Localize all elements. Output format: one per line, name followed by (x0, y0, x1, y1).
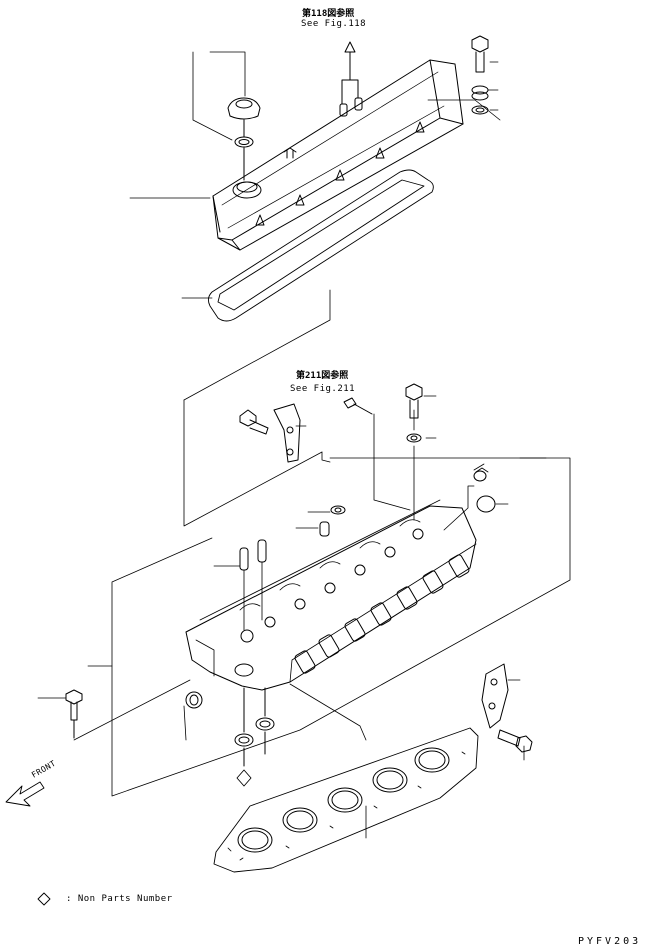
lower-seals (234, 687, 275, 787)
head-cover-gasket (207, 169, 434, 322)
head-gasket (213, 727, 479, 873)
leader-lines-top (129, 51, 501, 401)
legend-text: : Non Parts Number (66, 894, 173, 904)
legend-diamond-icon (37, 892, 51, 906)
leader-lines-middle (37, 395, 571, 839)
lower-right-bracket (481, 663, 533, 753)
fig118-reference-link[interactable]: See Fig.118 (301, 19, 367, 29)
expansion-plugs (185, 467, 496, 709)
breather-tubes (339, 41, 363, 117)
front-arrow-icon (5, 781, 45, 807)
cover-bolt-set (471, 35, 489, 115)
document-code: PYFV203 (578, 936, 642, 947)
oil-filler-cap (227, 97, 261, 181)
cylinder-head (185, 499, 477, 691)
upper-brackets (239, 383, 423, 463)
fig211-reference-link[interactable]: See Fig.211 (290, 384, 356, 394)
fig118-reference-japanese: 第118図参照 (302, 9, 355, 19)
head-cover (212, 59, 464, 251)
fig211-reference-japanese: 第211図参照 (296, 371, 349, 381)
lower-left-bolt (65, 689, 83, 739)
dowel-pins (239, 505, 346, 571)
